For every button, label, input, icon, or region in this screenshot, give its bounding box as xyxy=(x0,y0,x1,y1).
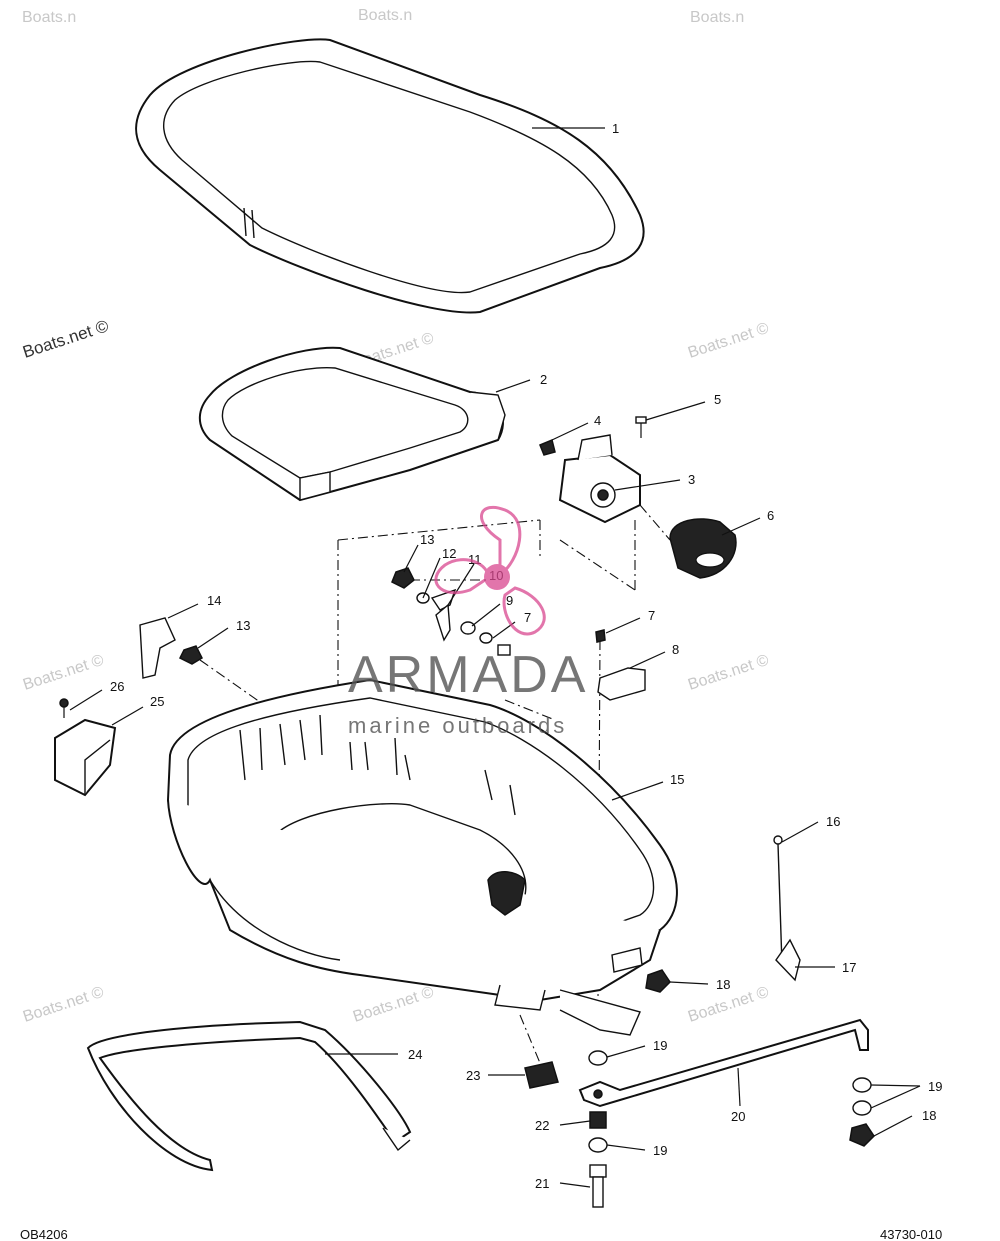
callout-9: 9 xyxy=(506,593,513,608)
part-23-grommet xyxy=(524,1061,559,1089)
callout-21: 21 xyxy=(535,1176,549,1191)
callout-23: 23 xyxy=(466,1068,480,1083)
callout-18b: 18 xyxy=(922,1108,936,1123)
brand-tagline: marine outboards xyxy=(348,713,567,738)
callout-15: 15 xyxy=(670,772,684,787)
armada-logo xyxy=(434,505,546,636)
brand-name: ARMADA xyxy=(348,646,588,704)
part-19-washer-b xyxy=(852,1077,872,1116)
part-8-latch-plate xyxy=(597,667,646,701)
part-3-bracket xyxy=(558,434,641,524)
part-21-bolt xyxy=(589,1164,607,1208)
callout-16: 16 xyxy=(826,814,840,829)
part-1-top-seal xyxy=(135,38,645,314)
watermark: Boats.n xyxy=(22,9,76,26)
part-22-spacer xyxy=(589,1111,607,1129)
watermark: Boats.net © xyxy=(351,984,436,1026)
diagram-code-left: OB4206 xyxy=(20,1227,68,1241)
watermark: Boats.n xyxy=(358,7,412,24)
propeller-blade-icon xyxy=(480,505,522,579)
callout-3: 3 xyxy=(688,472,695,487)
callout-14: 14 xyxy=(207,593,221,608)
watermark: Boats.net © xyxy=(21,652,106,694)
callout-1: 1 xyxy=(612,121,619,136)
part-13-nut xyxy=(391,567,415,589)
part-17-bracket xyxy=(775,938,801,982)
callout-6: 6 xyxy=(767,508,774,523)
part-2-seal-frame xyxy=(198,346,506,502)
callout-19c: 19 xyxy=(653,1143,667,1158)
part-24-tube xyxy=(86,1020,412,1172)
part-18-nut xyxy=(645,969,671,993)
callout-13b: 13 xyxy=(236,618,250,633)
part-9-washer xyxy=(460,621,476,635)
watermark: Boats.net © xyxy=(686,652,771,694)
watermark: Boats.n xyxy=(690,9,744,26)
part-16-rod xyxy=(773,835,783,966)
watermark: Boats.net © xyxy=(686,320,771,362)
part-10-lever xyxy=(435,603,451,642)
part-6-grommet xyxy=(669,518,737,579)
callout-4: 4 xyxy=(594,413,601,428)
part-25-cover xyxy=(54,718,117,797)
callout-18: 18 xyxy=(716,977,730,992)
part-4-screw xyxy=(539,438,556,456)
callout-8: 8 xyxy=(672,642,679,657)
propeller-blade-icon xyxy=(502,586,546,636)
callout-19b: 19 xyxy=(928,1079,942,1094)
callout-13: 13 xyxy=(420,532,434,547)
callout-12: 12 xyxy=(442,546,456,561)
callout-7b: 7 xyxy=(524,610,531,625)
callout-22: 22 xyxy=(535,1118,549,1133)
part-26-screw xyxy=(59,698,69,718)
propeller-blade-icon xyxy=(434,558,490,595)
part-13-nut-b xyxy=(178,645,203,665)
watermark: Boats.net © xyxy=(21,984,106,1026)
part-19-washer-a xyxy=(588,1050,608,1066)
callout-26: 26 xyxy=(110,679,124,694)
part-14-handle xyxy=(139,617,176,679)
propeller-hub-icon xyxy=(484,564,510,590)
part-5-screw xyxy=(635,416,647,438)
callout-17: 17 xyxy=(842,960,856,975)
callout-19: 19 xyxy=(653,1038,667,1053)
callout-24: 24 xyxy=(408,1047,422,1062)
watermark: Boats.net © xyxy=(20,316,111,362)
part-20-link-rod xyxy=(578,1018,869,1108)
callout-25: 25 xyxy=(150,694,164,709)
part-18-nut-b xyxy=(849,1123,875,1147)
part-19-washer-c xyxy=(588,1137,608,1153)
part-7-screw-a xyxy=(479,632,511,656)
callout-5: 5 xyxy=(714,392,721,407)
part-7-screw-b xyxy=(595,629,606,643)
callout-7: 7 xyxy=(648,608,655,623)
callout-2: 2 xyxy=(540,372,547,387)
diagram-code-right: 43730-010 xyxy=(880,1227,942,1241)
callout-20: 20 xyxy=(731,1109,745,1124)
part-15-lower-cowl xyxy=(166,678,678,1036)
